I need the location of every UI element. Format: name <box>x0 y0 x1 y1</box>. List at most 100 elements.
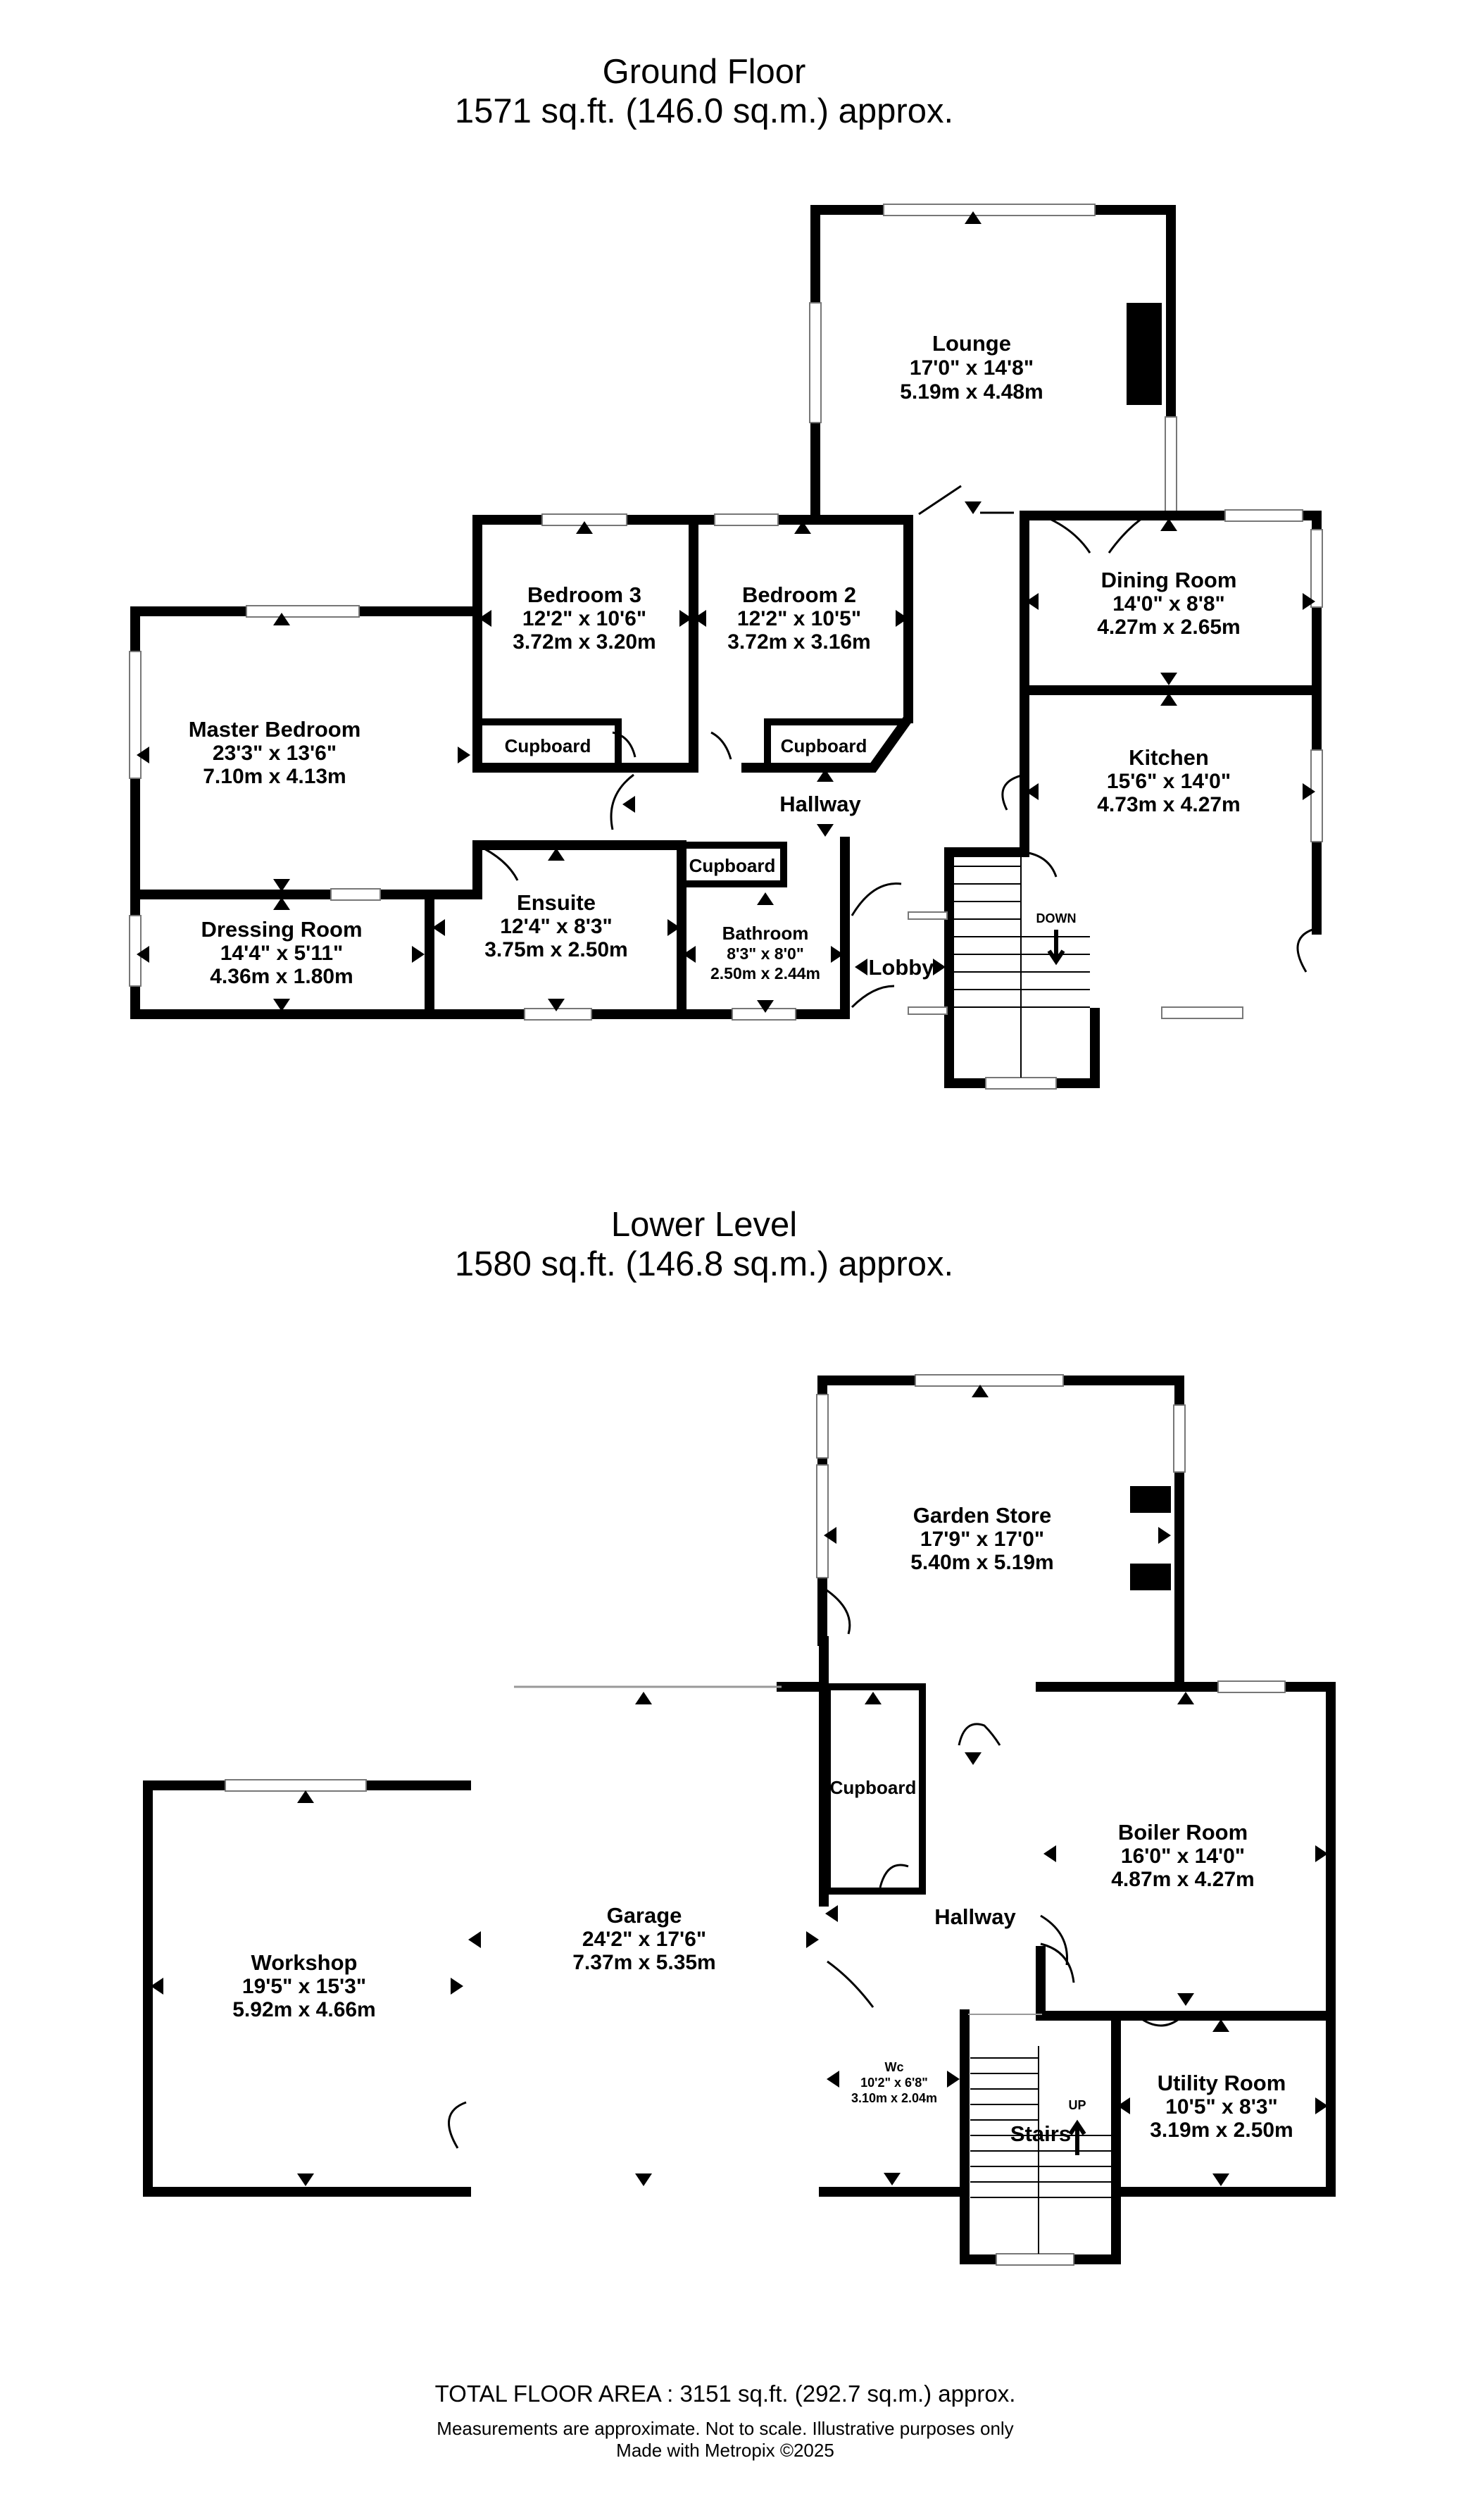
arrow-icon <box>576 521 593 534</box>
wc-name: Wc <box>885 2060 904 2074</box>
arrow-icon <box>1177 1993 1194 2006</box>
arrow-icon <box>297 1790 314 1803</box>
garden-store-pier-2 <box>1130 1564 1171 1590</box>
arrow-icon <box>933 959 946 975</box>
dining-side-window <box>1310 529 1323 608</box>
arrow-icon <box>273 613 290 625</box>
kitchen-side-window <box>1310 749 1323 842</box>
arrow-icon <box>1026 593 1039 610</box>
arrow-icon <box>273 897 290 910</box>
kitchen-door-swings <box>1001 773 1317 973</box>
arrow-icon <box>1303 783 1315 800</box>
down-arrow-icon <box>1047 930 1065 966</box>
workshop-metric: 5.92m x 4.66m <box>232 1998 375 2021</box>
arrow-icon <box>947 2071 960 2088</box>
arrow-icon <box>458 747 470 763</box>
ensuite-imperial: 12'4" x 8'3" <box>500 915 613 938</box>
master-window <box>246 605 360 618</box>
arrow-icon <box>451 1978 463 1995</box>
bedroom2-cupboard <box>764 718 905 771</box>
ensuite-window <box>524 1008 592 1021</box>
wc-metric: 3.10m x 2.04m <box>851 2091 937 2105</box>
lower-level-plan: Lower Level 1580 sq.ft. (146.8 sq.m.) ap… <box>143 1206 1336 2266</box>
arrow-icon <box>806 1931 819 1948</box>
lower-hallway-label: Hallway <box>934 1904 1016 1929</box>
workshop-name: Workshop <box>251 1950 358 1975</box>
total-floor-area: TOTAL FLOOR AREA : 3151 sq.ft. (292.7 sq… <box>435 2381 1016 2407</box>
arrow-icon <box>757 892 774 905</box>
lower-stair-walls <box>960 2187 1121 2264</box>
arrow-icon <box>694 610 706 627</box>
workshop-window <box>225 1779 367 1792</box>
bedroom2-cupboard-label: Cupboard <box>781 735 867 756</box>
boiler-imperial: 16'0" x 14'0" <box>1121 1845 1245 1868</box>
arrow-icon <box>479 610 491 627</box>
arrow-icon <box>1158 1527 1171 1544</box>
garage-name: Garage <box>607 1903 682 1928</box>
arrow-icon <box>965 1752 982 1765</box>
dining-window <box>1224 509 1303 522</box>
arrow-icon <box>1160 518 1177 531</box>
bedroom3-imperial: 12'2" x 10'6" <box>522 607 646 630</box>
arrow-icon <box>1160 673 1177 685</box>
arrow-icon <box>1303 593 1315 610</box>
master-name: Master Bedroom <box>189 717 361 742</box>
lower-cupboard <box>824 1683 926 1895</box>
master-bedroom-walls <box>130 606 617 899</box>
arrow-icon <box>297 2173 314 2186</box>
utility-imperial: 10'5" x 8'3" <box>1165 2095 1278 2119</box>
garden-store-metric: 5.40m x 5.19m <box>910 1551 1053 1574</box>
bathroom-imperial: 8'3" x 8'0" <box>727 944 804 963</box>
lounge-window <box>883 204 1096 216</box>
arrow-icon <box>1315 1845 1328 1862</box>
arrow-icon <box>137 747 149 763</box>
garden-store-window-2 <box>816 1394 829 1459</box>
dressing-imperial: 14'4" x 5'11" <box>220 942 344 965</box>
lounge-imperial: 17'0" x 14'8" <box>910 356 1034 380</box>
stair-walls <box>944 847 1100 1088</box>
hallway-east-wall <box>944 511 1029 857</box>
chimney-breast <box>1127 303 1162 405</box>
bathroom-metric: 2.50m x 2.44m <box>710 964 820 983</box>
arrow-icon <box>855 959 867 975</box>
arrow-icon <box>548 848 565 861</box>
boiler-metric: 4.87m x 4.27m <box>1111 1868 1254 1891</box>
arrow-icon <box>817 824 834 837</box>
boiler-name: Boiler Room <box>1118 1820 1248 1845</box>
stair-window <box>985 1077 1057 1090</box>
credit: Made with Metropix ©2025 <box>616 2440 834 2461</box>
arrow-icon <box>757 1000 774 1013</box>
arrow-icon <box>683 946 696 963</box>
hall-cupboard-label: Cupboard <box>689 855 776 876</box>
garden-store-door <box>823 1587 851 1635</box>
lower-stair-window <box>996 2253 1074 2266</box>
bedroom2-window <box>714 513 779 526</box>
arrow-icon <box>667 919 680 936</box>
hall-door-swings <box>610 731 732 830</box>
dressing-window <box>129 915 142 987</box>
dining-french-doors <box>1041 514 1147 554</box>
arrow-icon <box>679 610 692 627</box>
hall-cupboard <box>678 842 787 887</box>
dining-name: Dining Room <box>1101 568 1237 592</box>
utility-name: Utility Room <box>1158 2071 1286 2095</box>
arrow-icon <box>273 999 290 1011</box>
arrow-icon <box>827 2071 839 2088</box>
garden-store-window <box>915 1374 1064 1387</box>
ensuite-metric: 3.75m x 2.50m <box>484 938 627 961</box>
ensuite-door-swing <box>477 844 519 881</box>
up-arrow-icon <box>1068 2119 1086 2155</box>
arrow-icon <box>1315 2097 1328 2114</box>
garden-store-window-3 <box>816 1464 829 1578</box>
arrow-icon <box>825 1905 838 1922</box>
utility-metric: 3.19m x 2.50m <box>1150 2119 1293 2142</box>
lounge-east-window <box>1165 416 1177 516</box>
arrow-icon <box>972 1385 989 1397</box>
bedroom2-imperial: 12'2" x 10'5" <box>737 607 861 630</box>
kitchen-window <box>1161 1006 1243 1019</box>
arrow-icon <box>468 1931 481 1948</box>
hallway-label: Hallway <box>779 792 861 816</box>
master-imperial: 23'3" x 13'6" <box>213 742 337 765</box>
ground-floor-area: 1571 sq.ft. (146.0 sq.m.) approx. <box>455 92 953 130</box>
